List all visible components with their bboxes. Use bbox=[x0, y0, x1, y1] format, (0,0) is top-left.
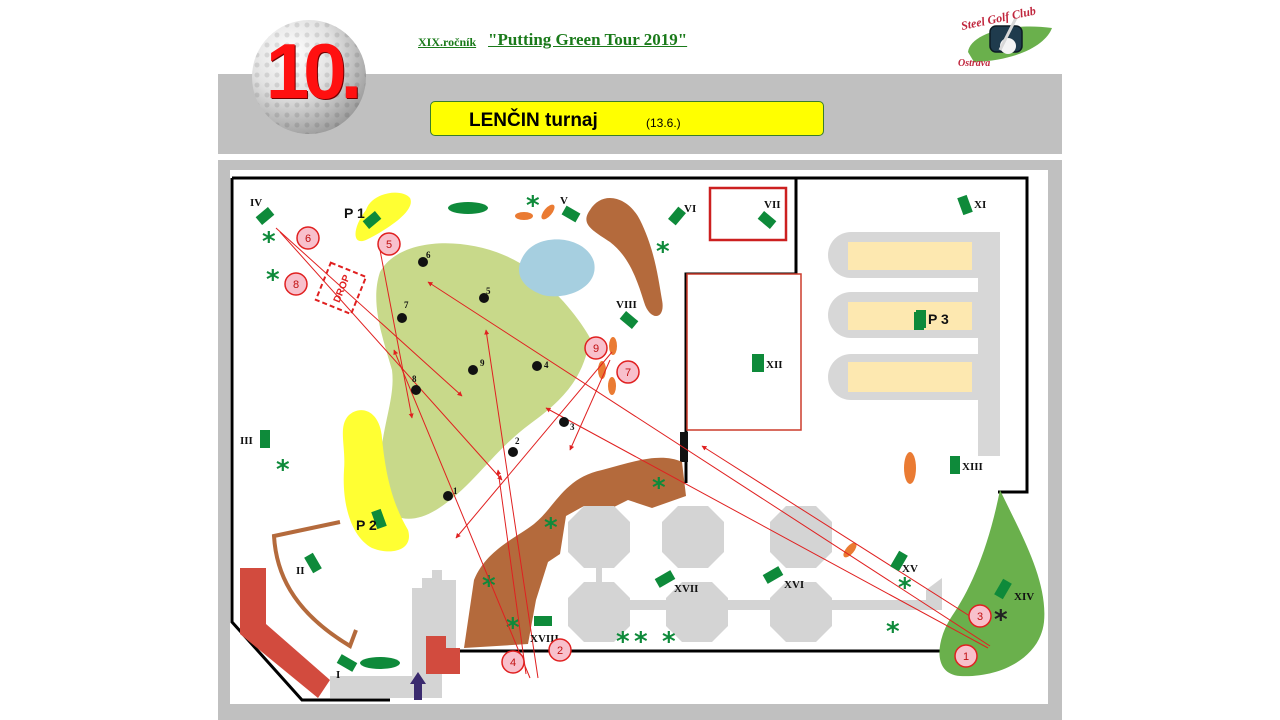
svg-text:1: 1 bbox=[453, 486, 458, 496]
course-map: DROP *** *** *** *** ** * bbox=[230, 170, 1048, 704]
svg-text:XVI: XVI bbox=[784, 579, 804, 591]
svg-text:*: * bbox=[266, 265, 280, 295]
svg-text:V: V bbox=[560, 195, 568, 207]
steel-golf-club-logo: Steel Golf Club Ostrava bbox=[958, 4, 1052, 69]
boundary-left bbox=[230, 178, 390, 702]
svg-text:4: 4 bbox=[544, 360, 549, 370]
logo-text-bottom: Ostrava bbox=[958, 58, 990, 69]
svg-text:2: 2 bbox=[515, 436, 520, 446]
svg-text:I: I bbox=[336, 669, 340, 681]
green-oval-bottom bbox=[360, 657, 400, 669]
svg-text:8: 8 bbox=[412, 374, 417, 384]
brown-rail bbox=[271, 520, 358, 649]
svg-text:4: 4 bbox=[510, 657, 516, 669]
svg-text:*: * bbox=[276, 455, 290, 485]
svg-text:9: 9 bbox=[593, 343, 599, 355]
tournament-number: 10. bbox=[265, 27, 362, 115]
svg-text:*: * bbox=[898, 573, 912, 603]
svg-text:XI: XI bbox=[974, 199, 986, 211]
green-holes bbox=[397, 257, 569, 501]
green-hole-numbers: 1 2 3 4 5 6 7 8 9 bbox=[404, 250, 575, 496]
svg-text:*: * bbox=[652, 473, 666, 503]
svg-text:VIII: VIII bbox=[616, 299, 637, 311]
green-area-right bbox=[939, 490, 1045, 677]
svg-text:*: * bbox=[506, 613, 520, 643]
hole-labels: I II III IV V VI VII VIII XI XII XIII XI… bbox=[240, 195, 1034, 681]
svg-text:XIV: XIV bbox=[1014, 591, 1034, 603]
svg-text:8: 8 bbox=[293, 279, 299, 291]
svg-text:6: 6 bbox=[426, 250, 431, 260]
parking-labels: P 1 P 2 P 3 bbox=[344, 205, 949, 533]
svg-text:2: 2 bbox=[557, 645, 563, 657]
svg-text:VI: VI bbox=[684, 203, 696, 215]
svg-text:*: * bbox=[616, 627, 630, 657]
edition-label: XIX.ročník bbox=[418, 35, 477, 49]
red-building-left bbox=[240, 568, 330, 698]
svg-text:*: * bbox=[662, 627, 676, 657]
svg-text:II: II bbox=[296, 565, 305, 577]
svg-text:VII: VII bbox=[764, 199, 781, 211]
svg-text:6: 6 bbox=[305, 233, 311, 245]
svg-text:7: 7 bbox=[404, 300, 409, 310]
green-oval-top bbox=[448, 202, 488, 214]
building-xii bbox=[686, 273, 802, 431]
svg-text:1: 1 bbox=[963, 651, 969, 663]
tournament-date: (13.6.) bbox=[646, 116, 681, 130]
red-building-right bbox=[426, 636, 460, 674]
pond bbox=[518, 239, 595, 297]
svg-text:*: * bbox=[482, 571, 496, 601]
tournament-box: LENČIN turnaj (13.6.) bbox=[430, 101, 824, 136]
tee-markers bbox=[284, 226, 992, 674]
svg-text:III: III bbox=[240, 435, 253, 447]
entrance-arrow-icon bbox=[410, 672, 426, 700]
brown-path-bottom bbox=[464, 457, 686, 648]
tournament-name: LENČIN turnaj bbox=[469, 110, 598, 131]
box-vii bbox=[708, 186, 788, 242]
svg-text:*: * bbox=[656, 237, 670, 267]
svg-text:IV: IV bbox=[250, 197, 262, 209]
svg-text:P 1: P 1 bbox=[344, 205, 365, 221]
svg-text:5: 5 bbox=[386, 239, 392, 251]
tree-icons: *** *** *** *** ** bbox=[262, 191, 912, 657]
svg-text:XV: XV bbox=[902, 563, 918, 575]
route-arrows bbox=[275, 227, 991, 679]
svg-text:P 2: P 2 bbox=[356, 517, 377, 533]
svg-text:9: 9 bbox=[480, 358, 485, 368]
brown-path-top bbox=[586, 197, 663, 317]
bunker-p2 bbox=[342, 410, 410, 552]
svg-text:P 3: P 3 bbox=[928, 311, 949, 327]
svg-text:*: * bbox=[526, 191, 540, 221]
golf-ball-icon bbox=[252, 20, 366, 134]
tee-marker-numbers: 1 2 3 4 5 6 7 8 9 bbox=[293, 233, 983, 669]
svg-text:3: 3 bbox=[570, 422, 575, 432]
svg-text:5: 5 bbox=[486, 286, 491, 296]
black-asterisk-icon: * bbox=[994, 605, 1008, 635]
gate-post bbox=[680, 432, 688, 462]
boundary-top-right bbox=[232, 176, 1029, 494]
svg-text:XIII: XIII bbox=[962, 461, 983, 473]
svg-text:3: 3 bbox=[977, 611, 983, 623]
orange-markers bbox=[515, 204, 916, 558]
svg-text:*: * bbox=[886, 617, 900, 647]
tour-title: "Putting Green Tour 2019" bbox=[488, 30, 688, 49]
svg-text:*: * bbox=[544, 513, 558, 543]
grey-pavilions bbox=[568, 506, 942, 642]
bunker-p1 bbox=[355, 192, 411, 242]
svg-text:*: * bbox=[634, 627, 648, 657]
svg-text:XVII: XVII bbox=[674, 583, 698, 595]
svg-text:7: 7 bbox=[625, 367, 631, 379]
svg-text:*: * bbox=[262, 227, 276, 257]
svg-text:XII: XII bbox=[766, 359, 783, 371]
putting-green bbox=[376, 243, 590, 519]
